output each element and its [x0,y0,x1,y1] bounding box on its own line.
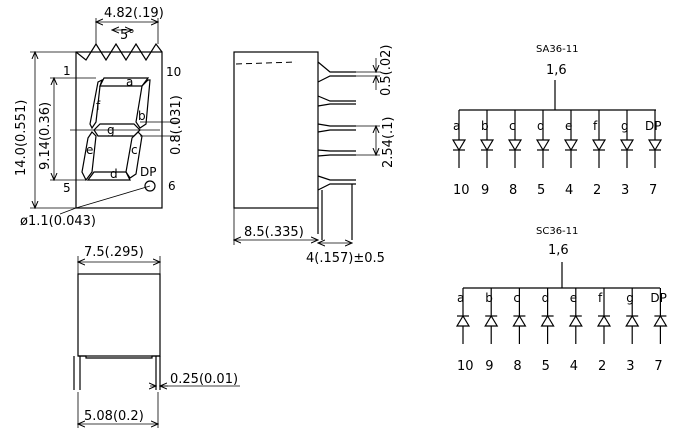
diode-symbol [596,314,612,327]
segment-label-dp: DP [645,119,661,133]
pin-number: 9 [485,359,493,374]
seg-label-f: f [96,99,101,113]
diode-symbol [512,314,527,327]
pin-number: 9 [481,183,489,198]
seg-label-e: e [86,143,93,157]
pin-number: 4 [565,183,573,198]
schematic-ca: SA36-11 1,6 a 10 b 9 c 8 d 5 e 4 f 2 g 3 DP 7 [451,44,663,198]
segment-label-b: b [481,119,489,133]
segment-label-c: c [513,291,520,305]
dim-pin-length: 4(.157)±0.5 [306,251,385,266]
pin-number: 5 [537,183,545,198]
segment-b [135,79,151,129]
segment-f [89,78,104,130]
pin-label-1: 1 [63,64,71,78]
pin-number: 10 [457,359,474,374]
schematic-cc-common: 1,6 [548,243,569,258]
dim-bottom-width: 7.5(.295) [84,245,144,260]
seg-label-c: c [131,143,138,157]
segment-label-e: e [565,119,572,133]
diode-symbol [535,139,551,152]
pin-label-5: 5 [63,181,71,195]
segment-label-e: e [570,291,577,305]
side-body [233,51,319,209]
diode-symbol [625,314,640,327]
bottom-body [77,273,161,357]
pin-number: 10 [453,183,470,198]
dp-dot [144,180,156,192]
pin-number: 3 [626,359,634,374]
segment-label-d: d [542,291,550,305]
segment-e [81,131,97,182]
pin-number: 5 [542,359,550,374]
schematic-cc-title: SC36-11 [536,226,578,237]
segment-label-a: a [457,291,464,305]
segment-label-g: g [626,291,634,305]
segment-label-c: c [509,119,516,133]
pin-number: 4 [570,359,578,374]
pin-label-6: 6 [168,179,176,193]
dim-dp-hole: ø1.1(0.043) [20,214,96,229]
diode-symbol [540,314,555,327]
schematic-ca-common: 1,6 [546,63,567,78]
dim-seg-width: 0.8(.031) [169,95,184,155]
diode-symbol [455,314,471,327]
pin-number: 7 [654,359,662,374]
dim-digit-height: 9.14(0.36) [38,102,53,170]
pin-number: 8 [513,359,521,374]
dim-bottom-pin-thk: 0.25(0.01) [170,372,238,387]
pin-label-10: 10 [166,65,181,79]
dim-top-width: 4.82(.19) [104,6,164,21]
segment-label-g: g [621,119,629,133]
seg-label-b: b [138,109,146,123]
diode-symbol [591,139,607,152]
pin-number: 3 [621,183,629,198]
diode-symbol [451,139,467,152]
front-view: 4.82(.19) 5° 14.0(0.551) 9.14(0.36) 1 10… [14,6,184,229]
schematic-cc: SC36-11 1,6 a 10 b 9 c 8 d 5 e 4 f 2 g 3 DP 7 [455,226,668,374]
diode-symbol [647,139,663,152]
schematic-ca-title: SA36-11 [536,44,578,55]
diode-symbol [653,314,668,327]
diode-symbol [479,139,495,152]
pin-number: 2 [593,183,601,198]
seg-label-a: a [126,75,133,89]
dp-label: DP [140,165,156,179]
segment-label-d: d [537,119,545,133]
dim-pin-span: 5.08(0.2) [84,409,144,424]
segment-label-b: b [485,291,493,305]
segment-label-f: f [598,291,603,305]
side-view: 0.5(.02) 2.54(.1) 8.5(.335) 4(.157)±0.5 [233,45,396,266]
dim-pin-thickness: 0.5(.02) [379,45,394,97]
segment-label-f: f [593,119,598,133]
bottom-view: 7.5(.295) 0.25(0.01) 5.08(0.2) [73,245,240,428]
diode-symbol [484,314,499,327]
segment-label-dp: DP [650,291,666,305]
diode-symbol [563,139,579,152]
pin-number: 8 [509,183,517,198]
segment-d [86,171,131,181]
diode-symbol [619,139,635,152]
segment-a [99,77,150,87]
top-zigzag [75,42,163,62]
pin-number: 2 [598,359,606,374]
segment-label-a: a [453,119,460,133]
dim-depth: 8.5(.335) [244,225,304,240]
pin-number: 7 [649,183,657,198]
diode-symbol [568,314,583,327]
seg-label-d: d [110,167,118,181]
diode-symbol [507,139,523,152]
dim-height: 14.0(0.551) [14,100,29,176]
dim-pitch: 2.54(.1) [381,117,396,169]
